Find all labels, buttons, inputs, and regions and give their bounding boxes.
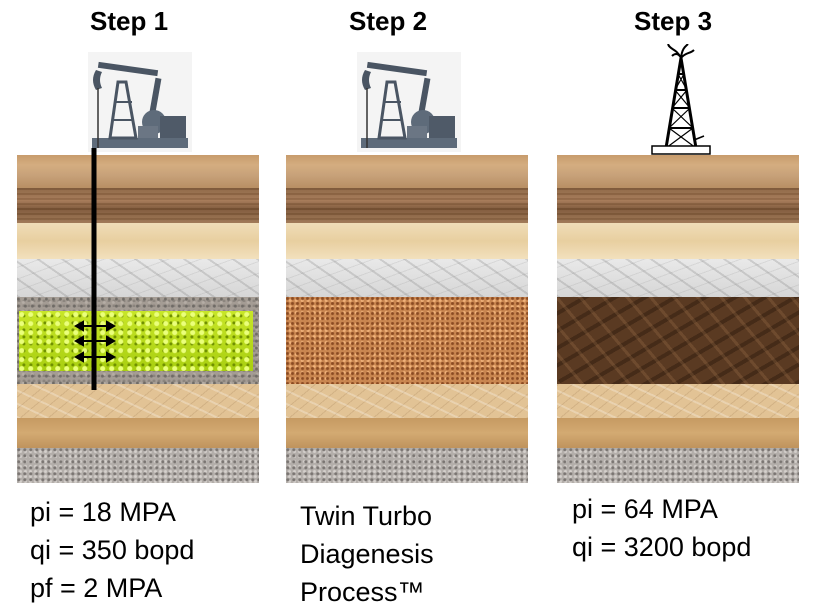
crumpled-layer — [557, 384, 799, 418]
limestone-layer — [17, 259, 259, 297]
step-2-caption: Twin Turbo Diagenesis Process™ — [300, 497, 434, 611]
ochre-layer — [17, 418, 259, 448]
cork-reservoir — [286, 297, 528, 384]
caption-line: Process™ — [300, 577, 425, 607]
ochre-layer — [557, 418, 799, 448]
topsoil-layer — [286, 155, 528, 188]
ochre-layer — [286, 418, 528, 448]
crumpled-layer — [17, 384, 259, 418]
granite-base-layer — [286, 448, 528, 483]
granite-base-layer — [557, 448, 799, 483]
well-bore-with-fracture-arrows — [73, 148, 117, 390]
derrick-gusher-icon — [651, 44, 711, 155]
step-2-title: Step 2 — [349, 6, 428, 36]
step-3-caption: pi = 64 MPA qi = 3200 bopd — [572, 490, 751, 566]
caption-line: qi = 350 bopd — [30, 535, 195, 565]
pumpjack-icon — [357, 52, 461, 152]
shale-layer — [286, 188, 528, 223]
shale-layer — [17, 188, 259, 223]
caption-line: pf = 2 MPA — [30, 573, 163, 603]
strata-column-step-2 — [286, 155, 528, 483]
step-3-title: Step 3 — [634, 6, 713, 36]
pumpjack-icon — [88, 52, 192, 152]
step-1-title: Step 1 — [90, 6, 169, 36]
sandstone-layer — [557, 223, 799, 259]
limestone-layer — [286, 259, 528, 297]
strata-column-step-3 — [557, 155, 799, 483]
limestone-layer — [557, 259, 799, 297]
caption-line: Diagenesis — [300, 539, 434, 569]
fracture-arrow-icon — [73, 335, 117, 347]
green-fractured-reservoir — [19, 311, 253, 371]
caption-line: pi = 64 MPA — [572, 494, 718, 524]
sandstone-layer — [286, 223, 528, 259]
topsoil-layer — [557, 155, 799, 188]
crumpled-layer — [286, 384, 528, 418]
sandstone-layer — [17, 223, 259, 259]
strata-column-step-1 — [17, 155, 259, 483]
fracture-arrow-icon — [73, 320, 117, 332]
step-1-caption: pi = 18 MPA qi = 350 bopd pf = 2 MPA — [30, 493, 194, 607]
shale-layer — [557, 188, 799, 223]
caption-line: qi = 3200 bopd — [572, 532, 752, 562]
fracture-arrow-icon — [73, 351, 117, 363]
granite-base-layer — [17, 448, 259, 483]
caption-line: Twin Turbo — [300, 501, 433, 531]
caption-line: pi = 18 MPA — [30, 497, 176, 527]
topsoil-layer — [17, 155, 259, 188]
dark-altered-reservoir — [557, 297, 799, 384]
